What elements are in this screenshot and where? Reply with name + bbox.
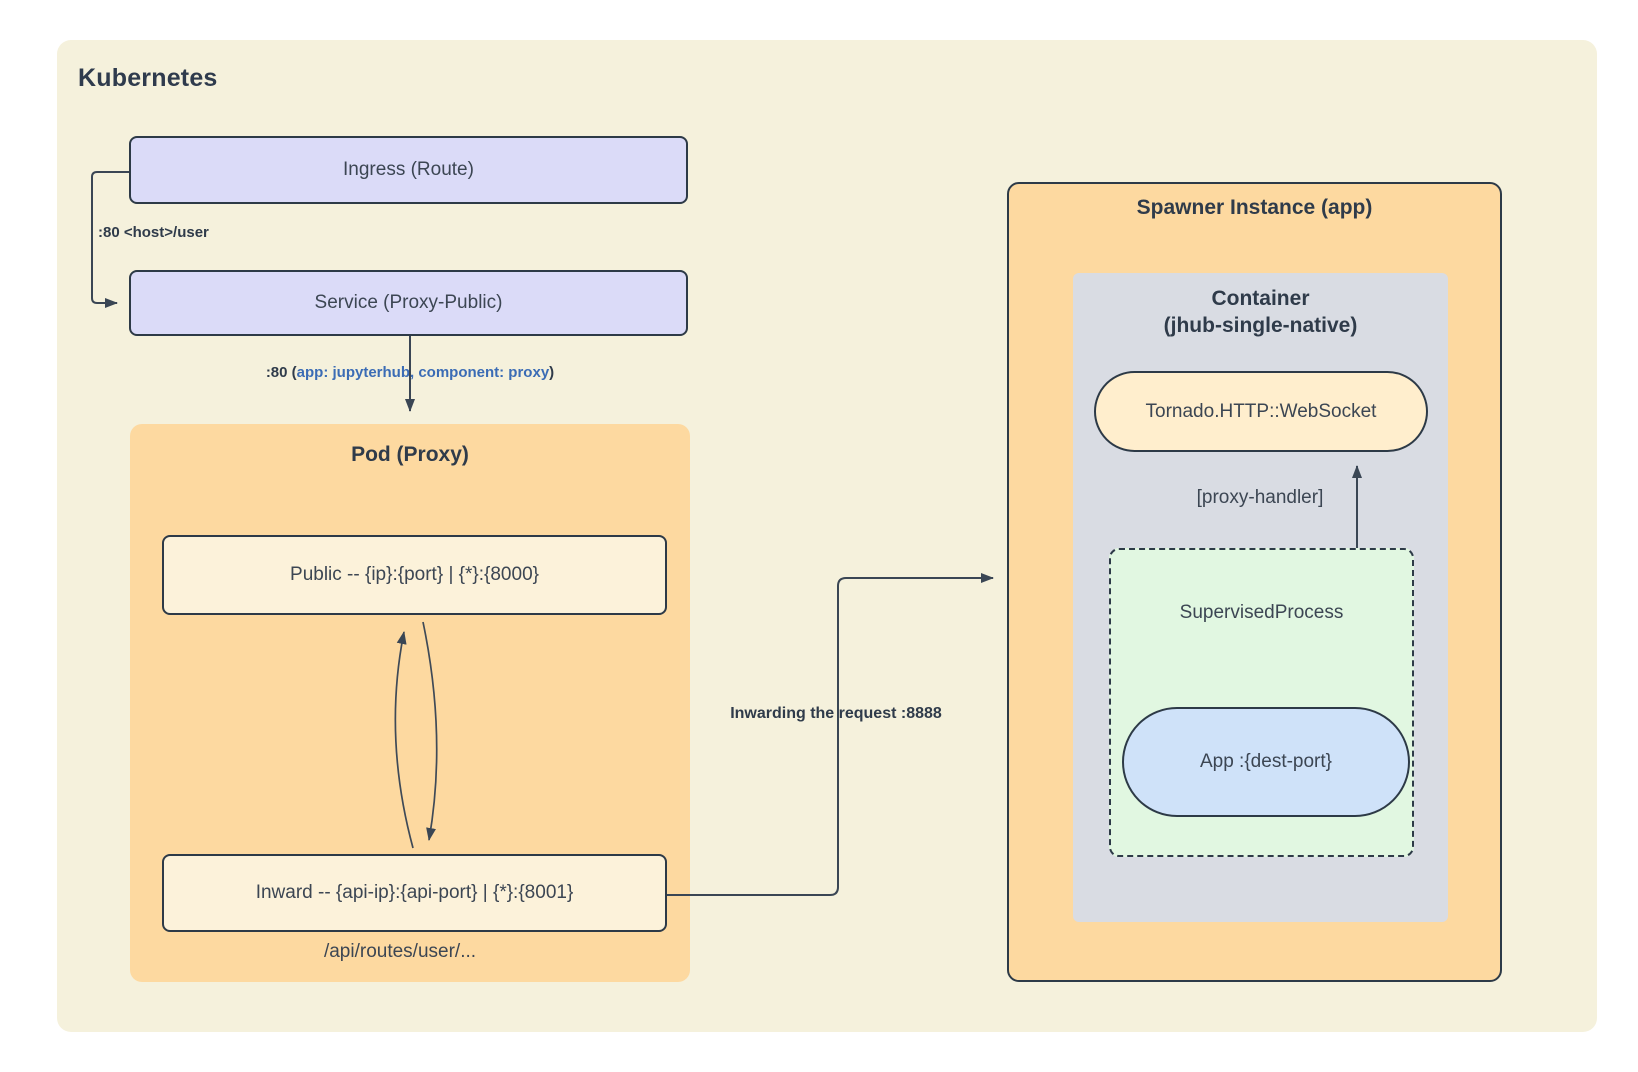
app-dest-port-node: App :{dest-port} bbox=[1122, 707, 1410, 817]
proxy-handler-label: [proxy-handler] bbox=[1196, 487, 1324, 508]
selector-highlight: app: jupyterhub, component: proxy bbox=[296, 364, 550, 381]
kubernetes-title: Kubernetes bbox=[78, 64, 218, 92]
selector-prefix: :80 ( bbox=[265, 364, 297, 381]
container-title-line1: Container bbox=[1211, 287, 1310, 310]
app-dest-port-label: App :{dest-port} bbox=[1199, 751, 1333, 772]
spawner-instance-title: Spawner Instance (app) bbox=[1136, 196, 1373, 219]
container-title: Container (jhub-single-native) bbox=[1073, 285, 1448, 339]
public-endpoint-label: Public -- {ip}:{port} | {*}:{8000} bbox=[290, 564, 539, 585]
ingress-label: Ingress (Route) bbox=[343, 159, 474, 180]
service-node: Service (Proxy-Public) bbox=[129, 270, 688, 336]
ingress-node: Ingress (Route) bbox=[129, 136, 688, 204]
supervised-process-label: SupervisedProcess bbox=[1179, 602, 1344, 623]
container-title-line2: (jhub-single-native) bbox=[1163, 314, 1358, 337]
public-endpoint-node: Public -- {ip}:{port} | {*}:{8000} bbox=[162, 535, 667, 615]
selector-suffix: ) bbox=[549, 364, 555, 381]
inward-endpoint-node: Inward -- {api-ip}:{api-port} | {*}:{800… bbox=[162, 854, 667, 932]
inward-endpoint-label: Inward -- {api-ip}:{api-port} | {*}:{800… bbox=[255, 882, 574, 903]
edge-label-inwarding-request: Inwarding the request :8888 bbox=[716, 705, 956, 723]
service-label: Service (Proxy-Public) bbox=[314, 292, 503, 313]
edge-label-service-selector: :80 (app: jupyterhub, component: proxy) bbox=[250, 364, 570, 381]
edge-label-host-user: :80 <host>/user bbox=[98, 224, 209, 241]
tornado-websocket-label: Tornado.HTTP::WebSocket bbox=[1145, 400, 1377, 422]
api-routes-note: /api/routes/user/... bbox=[323, 941, 477, 962]
tornado-websocket-node: Tornado.HTTP::WebSocket bbox=[1094, 371, 1428, 452]
pod-proxy-title: Pod (Proxy) bbox=[351, 443, 469, 466]
